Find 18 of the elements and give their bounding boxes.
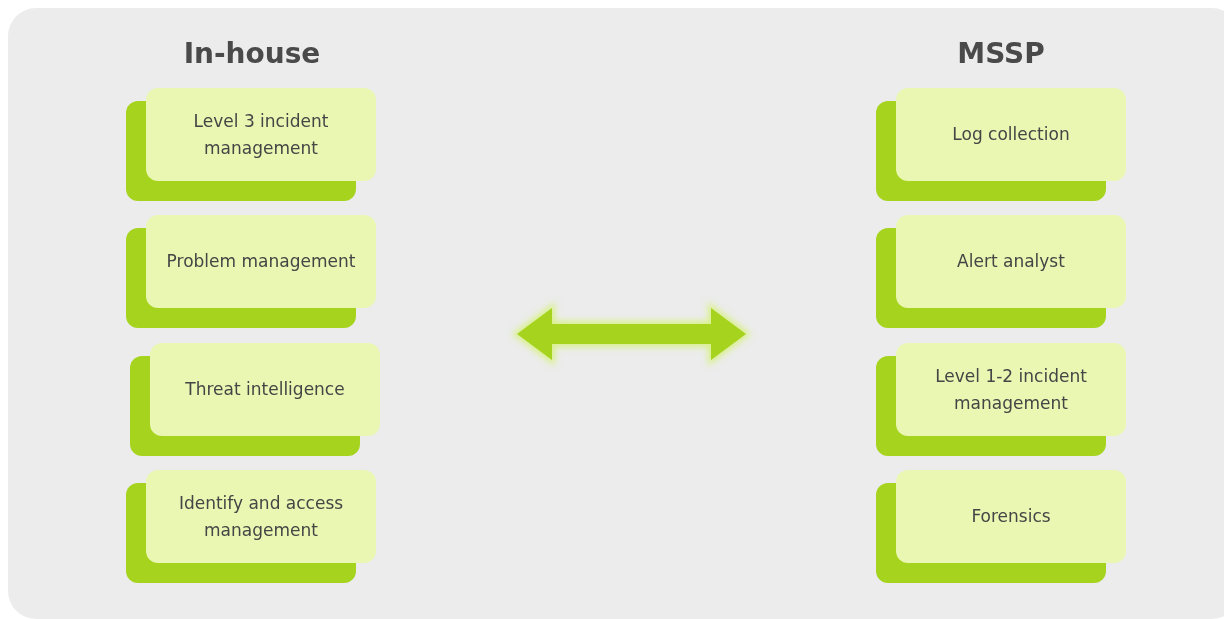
- card-text: Forensics: [971, 505, 1051, 528]
- card-text: Alert analyst: [957, 250, 1065, 273]
- card: [146, 215, 376, 308]
- card: [896, 343, 1126, 436]
- card: [146, 88, 376, 181]
- column-heading: MSSP: [957, 37, 1045, 70]
- column-heading: In-house: [183, 37, 321, 70]
- card: [896, 470, 1126, 563]
- card-text: Level 1-2 incident management: [934, 364, 1088, 415]
- card: [146, 470, 376, 563]
- card-text: Threat intelligence: [185, 378, 345, 401]
- card-text: Log collection: [952, 123, 1070, 146]
- card-text: Problem management: [166, 250, 356, 273]
- card-text: Level 3 incident management: [192, 109, 330, 160]
- card: [150, 343, 380, 436]
- card-text: Identify and access management: [177, 491, 345, 542]
- card: [896, 88, 1126, 181]
- card: [896, 215, 1126, 308]
